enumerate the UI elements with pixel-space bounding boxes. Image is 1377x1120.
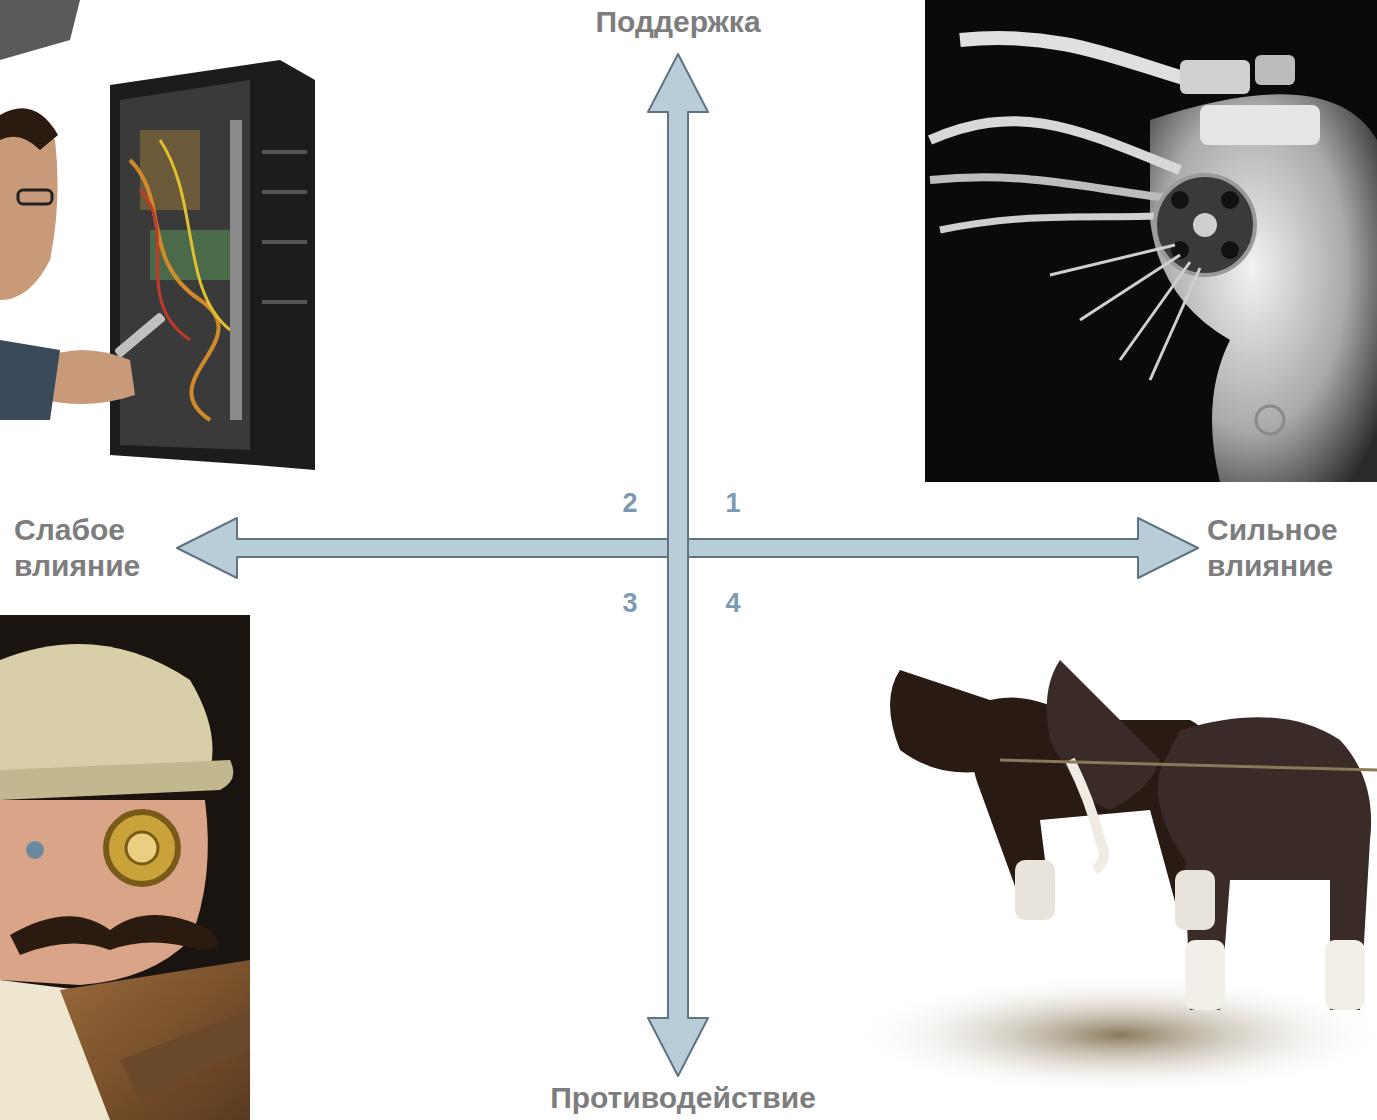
draft-horses-photo: [850, 660, 1377, 1095]
quadrant-number: 3: [615, 590, 645, 617]
axis-arrows: [177, 54, 1198, 1076]
axis-label: Поддержка: [528, 4, 828, 40]
steampunk-man-photo: [0, 615, 250, 1120]
axis-label: Сильное влияние: [1207, 512, 1372, 584]
cyborg-head-photo: [925, 0, 1377, 482]
axis-label: Слабое влияние: [14, 512, 174, 584]
computer-repair-photo: [0, 0, 315, 500]
quadrant-number: 1: [718, 490, 748, 517]
axis-label: Противодействие: [513, 1080, 853, 1116]
vertical-axis: [648, 54, 708, 1076]
quadrant-number: 2: [615, 490, 645, 517]
quadrant-number: 4: [718, 590, 748, 617]
